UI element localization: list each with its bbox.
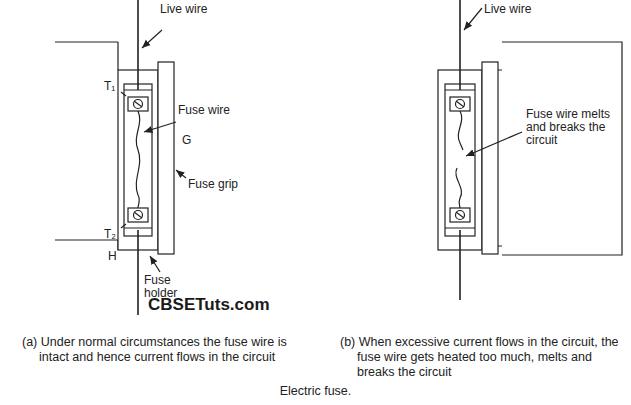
terminal-label: T₂ [104, 228, 124, 241]
wire-label: Fuse wire [178, 104, 238, 117]
part-label: Fuse grip [188, 178, 248, 191]
figure-caption: Electric fuse. [0, 385, 631, 398]
part-letter: G [182, 134, 202, 147]
watermark: CBSETuts.com [148, 298, 288, 311]
sub-caption: (a) Under normal circumstances the fuse … [22, 335, 319, 365]
sub-caption: (b) When excessive current flows in the … [340, 335, 631, 380]
part-label: Fuse holder [144, 274, 204, 300]
terminal-label: T₁ [104, 80, 124, 93]
part-letter: H [108, 250, 128, 263]
wire-label: Live wire [160, 3, 210, 16]
wire-label: Live wire [484, 3, 534, 16]
part-label: Fuse wire melts and breaks the circuit [526, 108, 614, 147]
